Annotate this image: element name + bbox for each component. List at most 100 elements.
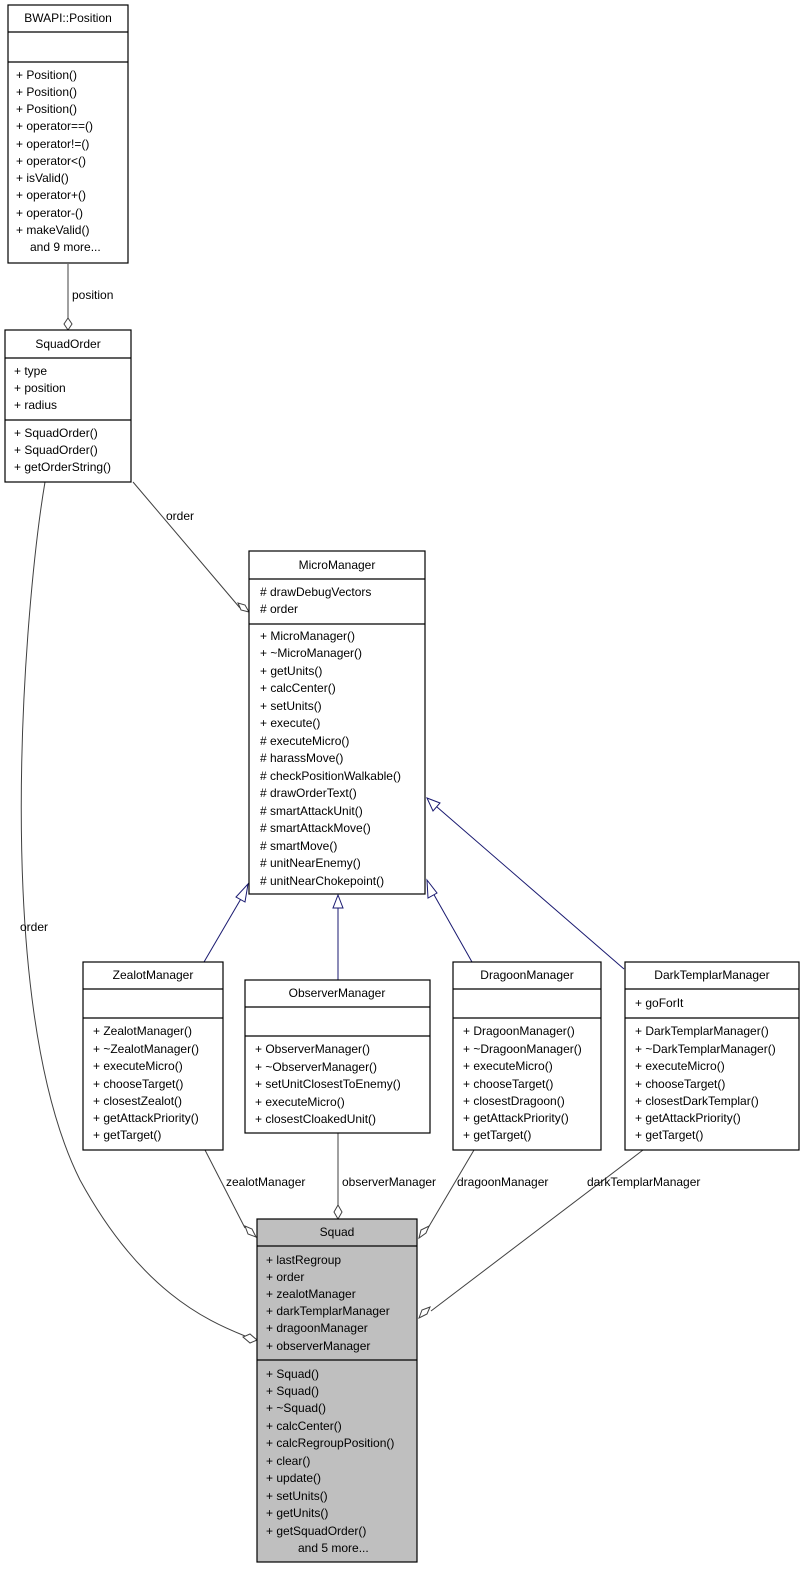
method: + getTarget() (635, 1128, 703, 1142)
inheritance-arrow-icon (426, 797, 441, 812)
method: # smartMove() (260, 839, 337, 853)
method: + ~Squad() (266, 1401, 326, 1415)
class-box-squadorder[interactable]: SquadOrder + type + position + radius + … (4, 329, 132, 483)
class-box-zealotmanager[interactable]: ZealotManager + ZealotManager() + ~Zealo… (82, 961, 224, 1151)
aggregation-diamond-icon (244, 1225, 258, 1238)
edge-inherit-dragoon (426, 878, 473, 963)
attribute: + dragoonManager (266, 1321, 368, 1335)
method: + getAttackPriority() (635, 1111, 741, 1125)
method: + ~ZealotManager() (93, 1042, 199, 1056)
method: # drawOrderText() (260, 786, 357, 800)
edge-label-order-squad: order (20, 920, 48, 934)
method: + Squad() (266, 1367, 319, 1381)
method: + getTarget() (463, 1128, 531, 1142)
aggregation-diamond-icon (333, 1203, 343, 1221)
aggregation-diamond-icon (237, 602, 251, 613)
method: + chooseTarget() (463, 1077, 553, 1091)
method: + Position() (16, 102, 77, 116)
method: + operator==() (16, 119, 93, 133)
class-name: BWAPI::Position (24, 11, 112, 25)
aggregation-diamond-icon (242, 1333, 258, 1344)
class-box-dragoonmanager[interactable]: DragoonManager + DragoonManager() + ~Dra… (452, 961, 602, 1151)
method: # smartAttackUnit() (260, 804, 363, 818)
attribute: # drawDebugVectors (260, 585, 371, 599)
edge-observermanager: observerManager (333, 1133, 436, 1221)
attribute: + radius (14, 398, 57, 412)
class-box-squad[interactable]: Squad + lastRegroup + order + zealotMana… (256, 1218, 418, 1563)
class-box-micromanager[interactable]: MicroManager # drawDebugVectors # order … (248, 550, 426, 895)
method: + SquadOrder() (14, 426, 98, 440)
method: # smartAttackMove() (260, 821, 371, 835)
edge-darktemplarmanager: darkTemplarManager (418, 1149, 700, 1320)
inheritance-arrow-icon (235, 882, 249, 903)
method: # unitNearChokepoint() (260, 874, 384, 888)
edge-dragoonmanager: dragoonManager (418, 1149, 548, 1240)
method: + getOrderString() (14, 460, 111, 474)
method: + closestDarkTemplar() (635, 1094, 759, 1108)
method: + clear() (266, 1454, 310, 1468)
class-box-position[interactable]: BWAPI::Position + Position() + Position(… (7, 4, 129, 264)
attribute: + darkTemplarManager (266, 1304, 390, 1318)
more-methods: and 5 more... (298, 1541, 369, 1555)
method: + executeMicro() (635, 1059, 725, 1073)
method: + ~DarkTemplarManager() (635, 1042, 776, 1056)
aggregation-diamond-icon (63, 317, 73, 331)
method: + getUnits() (260, 664, 322, 678)
class-name: MicroManager (299, 558, 376, 572)
method: + ZealotManager() (93, 1024, 192, 1038)
method: + operator!=() (16, 137, 89, 151)
method: + calcCenter() (266, 1419, 342, 1433)
attribute: + observerManager (266, 1339, 370, 1353)
method: + MicroManager() (260, 629, 355, 643)
edge-label-darktemplarmanager: darkTemplarManager (587, 1175, 700, 1189)
edge-label-observermanager: observerManager (342, 1175, 436, 1189)
class-name: DarkTemplarManager (654, 968, 769, 982)
method: + getSquadOrder() (266, 1524, 366, 1538)
method: + DarkTemplarManager() (635, 1024, 769, 1038)
edge-zealotmanager: zealotManager (204, 1149, 305, 1238)
method: # unitNearEnemy() (260, 856, 361, 870)
method: + calcCenter() (260, 681, 336, 695)
method: + executeMicro() (93, 1059, 183, 1073)
method: + chooseTarget() (93, 1077, 183, 1091)
method: + operator+() (16, 188, 86, 202)
method: + executeMicro() (463, 1059, 553, 1073)
method: + Position() (16, 85, 77, 99)
class-box-darktemplarmanager[interactable]: DarkTemplarManager + goForIt + DarkTempl… (624, 961, 800, 1151)
method: + getAttackPriority() (93, 1111, 199, 1125)
method: # executeMicro() (260, 734, 349, 748)
method: + operator<() (16, 154, 86, 168)
class-name: ZealotManager (113, 968, 194, 982)
inheritance-arrow-icon (426, 878, 438, 899)
method: + setUnits() (266, 1489, 328, 1503)
method: + execute() (260, 716, 320, 730)
method: + operator-() (16, 206, 83, 220)
class-name: SquadOrder (35, 337, 100, 351)
method: + getAttackPriority() (463, 1111, 569, 1125)
aggregation-diamond-icon (418, 1224, 430, 1240)
attribute: + order (266, 1270, 304, 1284)
method: + makeValid() (16, 223, 89, 237)
class-name: DragoonManager (480, 968, 573, 982)
method: + setUnits() (260, 699, 322, 713)
attribute: + zealotManager (266, 1287, 356, 1301)
method: + update() (266, 1471, 321, 1485)
method: + calcRegroupPosition() (266, 1436, 394, 1450)
method: + Squad() (266, 1384, 319, 1398)
method: + setUnitClosestToEnemy() (255, 1077, 401, 1091)
method: + closestCloakedUnit() (255, 1112, 376, 1126)
edge-order-squad: order (20, 481, 258, 1344)
method: + closestZealot() (93, 1094, 182, 1108)
attribute: + goForIt (635, 996, 684, 1010)
edge-label-order-micro: order (166, 509, 194, 523)
attribute: + lastRegroup (266, 1253, 341, 1267)
more-methods: and 9 more... (30, 240, 101, 254)
aggregation-diamond-icon (418, 1306, 431, 1320)
edge-inherit-observer (332, 893, 344, 980)
class-box-observermanager[interactable]: ObserverManager + ObserverManager() + ~O… (244, 979, 431, 1134)
method: + ~MicroManager() (260, 646, 362, 660)
edge-label-position: position (72, 288, 113, 302)
method: + getTarget() (93, 1128, 161, 1142)
class-name: ObserverManager (289, 986, 386, 1000)
